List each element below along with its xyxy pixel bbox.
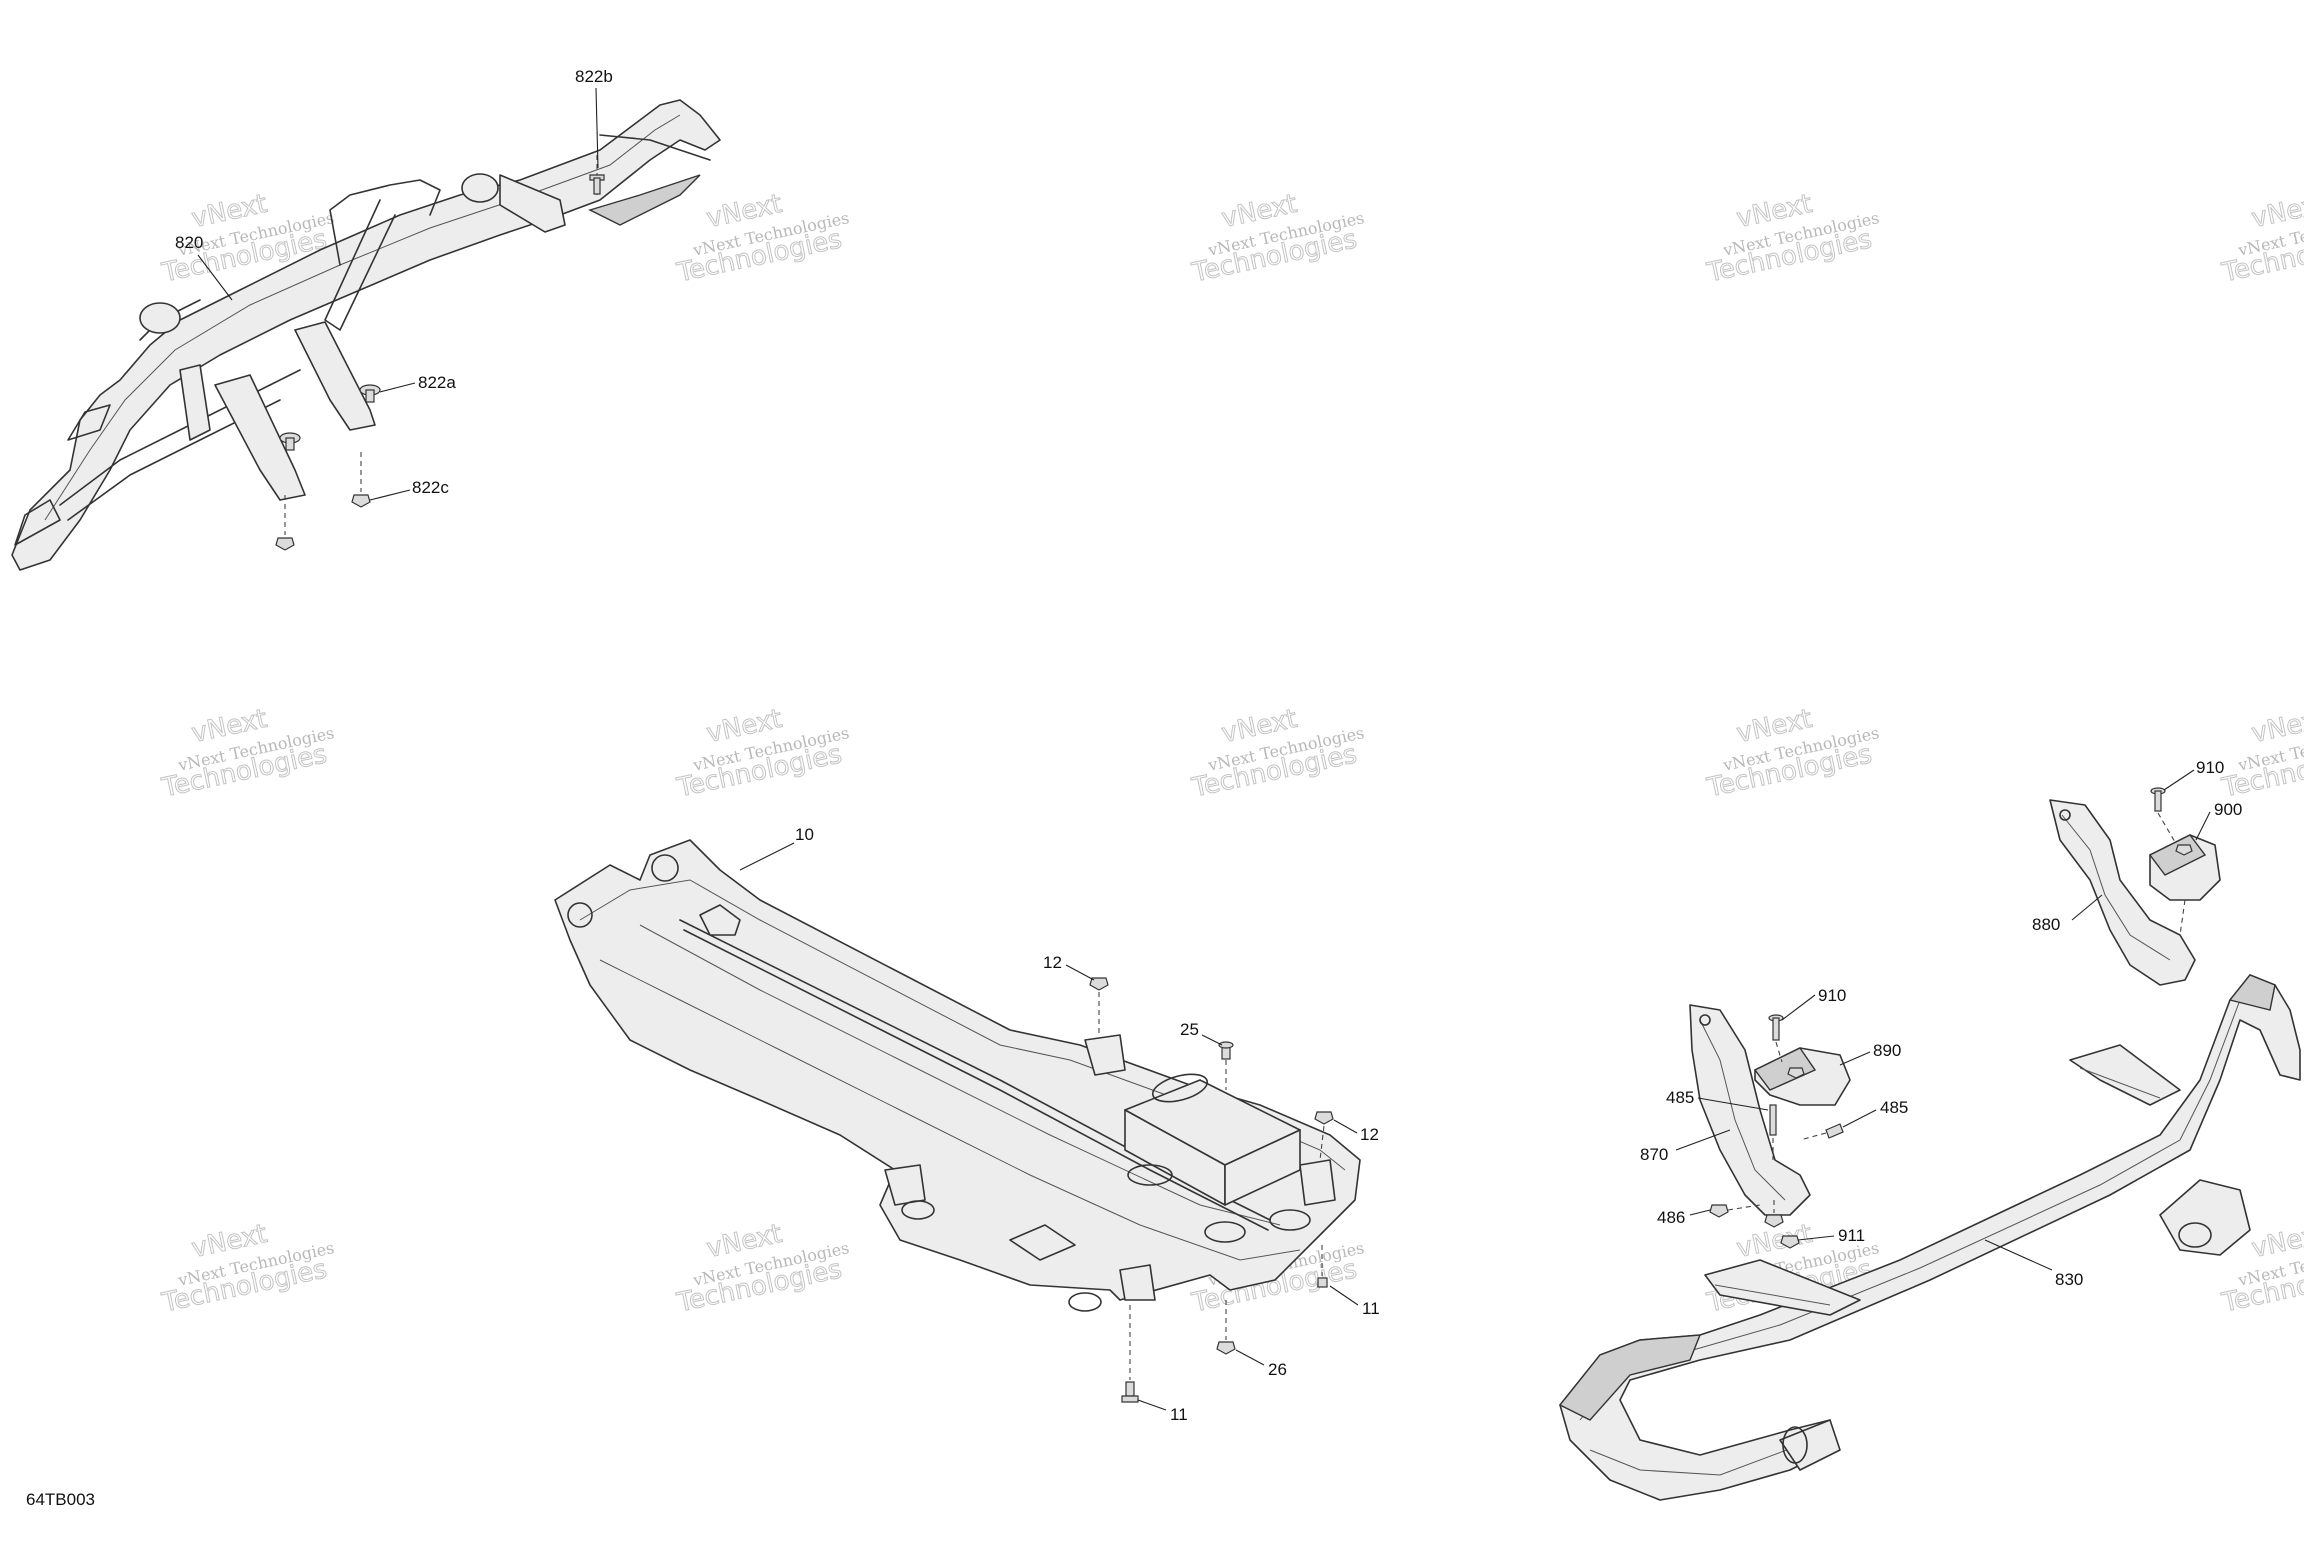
watermark: vNext vNext Technologies Technologies — [1188, 703, 1366, 804]
bolt-11-right — [1317, 1245, 1328, 1288]
callout-910-upper: 910 — [2196, 758, 2224, 777]
diagram-code-label: 64TB003 — [26, 1490, 95, 1509]
callout-880: 880 — [2032, 915, 2060, 934]
watermark: vNext vNext Technologies Technologies — [1703, 188, 1881, 289]
callout-830: 830 — [2055, 1270, 2083, 1289]
callout-910-lower: 910 — [1818, 986, 1846, 1005]
watermark: vNext vNext Technologies Technologies — [1188, 188, 1366, 289]
callouts-bumper: 910 900 880 910 890 485 485 870 486 911 … — [1640, 758, 2242, 1289]
callouts-skid-plate: 10 12 25 12 11 26 11 — [739, 825, 1380, 1424]
watermark: vNext vNext Technologies Technologies — [2218, 703, 2304, 804]
svg-text:vNext: vNext — [2249, 1219, 2304, 1264]
watermark: vNext vNext Technologies Technologies — [1703, 703, 1881, 804]
nut-911 — [1764, 1200, 1800, 1249]
nut-12-upper — [1089, 977, 1109, 1035]
callouts-bar-assembly: 822b 820 822a 822c — [175, 67, 613, 501]
watermark: vNext vNext Technologies Technologies — [158, 1218, 336, 1319]
callout-911: 911 — [1838, 1226, 1865, 1245]
nut-486 — [1709, 1204, 1761, 1218]
bumper-830 — [1558, 974, 2301, 1501]
callout-820: 820 — [175, 233, 203, 252]
bracket-870 — [1689, 1004, 1811, 1216]
stud-822a — [279, 384, 381, 451]
callout-822c: 822c — [412, 478, 449, 497]
callout-11-right: 11 — [1362, 1299, 1380, 1318]
callout-485-left: 485 — [1666, 1088, 1694, 1107]
callout-25: 25 — [1180, 1020, 1199, 1039]
svg-text:vNext: vNext — [2249, 704, 2304, 749]
callout-870: 870 — [1640, 1145, 1668, 1164]
nut-12-right — [1314, 1111, 1334, 1161]
watermark: vNext vNext Technologies Technologies — [158, 703, 336, 804]
bracket-880 — [2049, 799, 2196, 986]
bolt-485-left — [1769, 1104, 1777, 1160]
clamp-890 — [1753, 1047, 1851, 1106]
callout-485-right: 485 — [1880, 1098, 1908, 1117]
screw-910-upper — [2150, 787, 2176, 843]
callout-822b: 822b — [575, 67, 613, 86]
callout-12-upper: 12 — [1043, 953, 1062, 972]
watermark: vNext vNext Technologies Technologies — [2218, 188, 2304, 289]
bracket-hardware — [1709, 787, 2186, 1249]
nut-26 — [1216, 1300, 1236, 1355]
rivet-25 — [1218, 1041, 1234, 1090]
callout-822a: 822a — [418, 373, 456, 392]
nut-822c — [275, 452, 371, 551]
callout-890: 890 — [1873, 1041, 1901, 1060]
svg-text:vNext: vNext — [2249, 189, 2304, 234]
bar-assembly-820 — [11, 99, 721, 571]
screw-910-lower — [1768, 1014, 1784, 1063]
bolt-485-right — [1799, 1123, 1844, 1141]
bolt-822b — [589, 155, 605, 195]
callout-11-bottom: 11 — [1170, 1405, 1188, 1424]
watermark: vNext vNext Technologies Technologies — [673, 188, 851, 289]
callout-12-right: 12 — [1360, 1125, 1379, 1144]
bolt-11-bottom — [1121, 1305, 1139, 1403]
watermark: vNext vNext Technologies Technologies — [673, 703, 851, 804]
clamp-900 — [2148, 834, 2221, 901]
callout-900: 900 — [2214, 800, 2242, 819]
watermark: vNext vNext Technologies Technologies — [673, 1218, 851, 1319]
callout-10: 10 — [795, 825, 814, 844]
callout-26: 26 — [1268, 1360, 1287, 1379]
skid-plate-10 — [554, 839, 1361, 1403]
callout-486: 486 — [1657, 1208, 1685, 1227]
